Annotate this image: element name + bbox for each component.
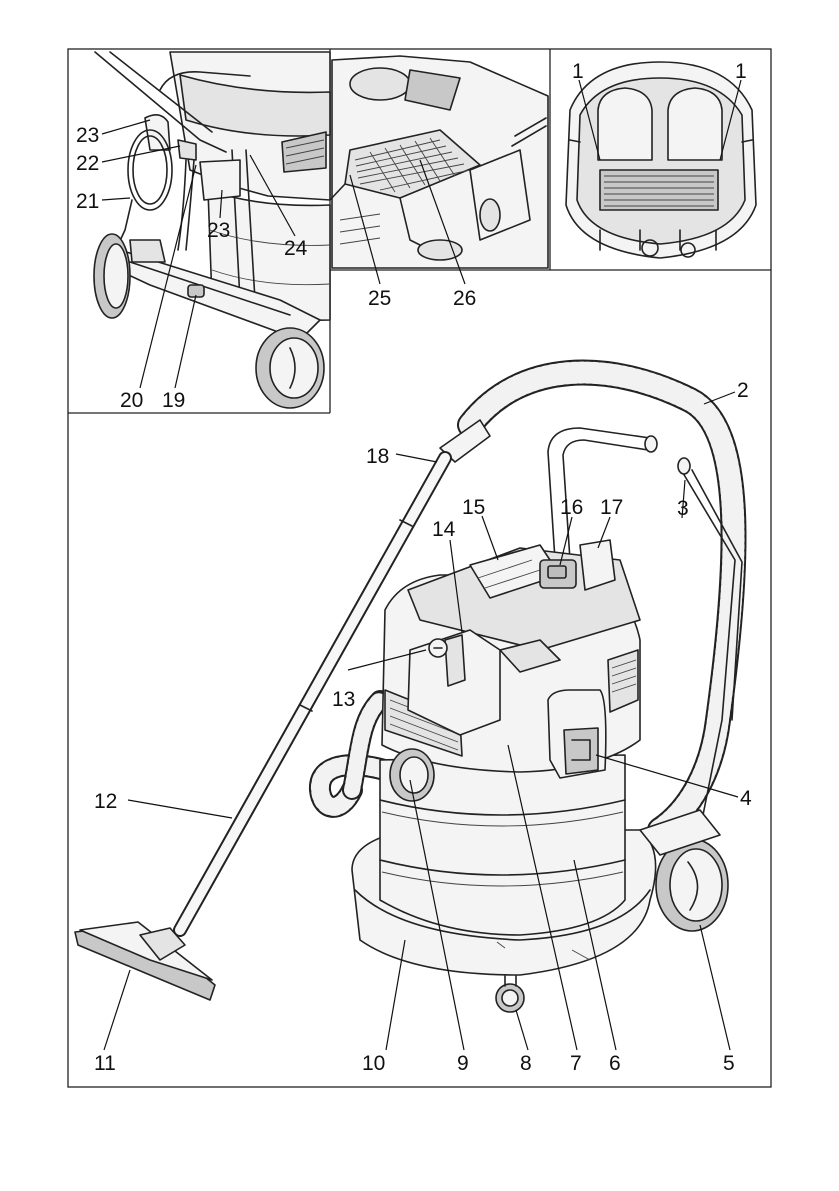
callout-labels: 1 1 2 3 4 5 6 7 8 9 10 11 12 13 14 15 16… [76, 60, 752, 1075]
callout-2: 2 [737, 379, 749, 402]
detail-top-view [565, 61, 757, 259]
callout-18: 18 [366, 445, 389, 468]
callout-17: 17 [600, 496, 623, 519]
callout-14: 14 [432, 518, 456, 541]
callout-3: 3 [677, 497, 689, 520]
callout-15: 15 [462, 496, 485, 519]
callout-26: 26 [453, 287, 476, 310]
callout-1a: 1 [572, 60, 584, 83]
detail-accessory-holders [93, 51, 331, 409]
detail-filter [329, 55, 549, 269]
callout-23a: 23 [76, 124, 99, 147]
callout-22: 22 [76, 152, 99, 175]
callout-7: 7 [570, 1052, 582, 1075]
leader-lines [101, 79, 742, 1051]
callout-9: 9 [457, 1052, 469, 1075]
callout-13: 13 [332, 688, 355, 711]
callout-10: 10 [362, 1052, 385, 1075]
callout-1b: 1 [735, 60, 747, 83]
callout-23b: 23 [207, 219, 230, 242]
callout-8: 8 [520, 1052, 532, 1075]
callout-6: 6 [609, 1052, 621, 1075]
main-vacuum [74, 359, 747, 1013]
callout-24: 24 [284, 237, 308, 260]
panel-frames [67, 48, 772, 1088]
callout-4: 4 [740, 787, 752, 810]
callout-20: 20 [120, 389, 143, 412]
callout-25: 25 [368, 287, 391, 310]
callout-21: 21 [76, 190, 99, 213]
callout-19: 19 [162, 389, 185, 412]
callout-5: 5 [723, 1052, 735, 1075]
callout-12: 12 [94, 790, 117, 813]
callout-16: 16 [560, 496, 583, 519]
callout-11: 11 [94, 1052, 116, 1075]
